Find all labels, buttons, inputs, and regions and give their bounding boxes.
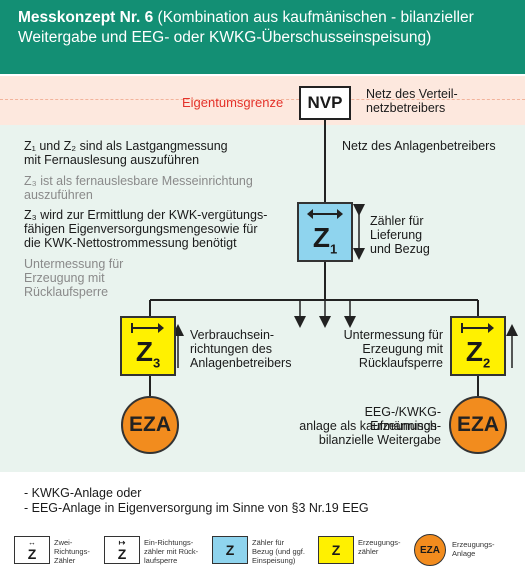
note-z3-purpose-3: die KWK-Nettostrommessung benötigt	[24, 236, 237, 250]
legend-symbol-unidirectional: ↦ Z	[104, 536, 140, 564]
note-metering-2: mit Fernauslesung auszuführen	[24, 153, 200, 167]
meter-z2-index: 2	[482, 355, 491, 371]
meter-z3-label-3: Anlagenbetreibers	[190, 356, 292, 370]
unidirectional-arrow-icon	[131, 323, 164, 333]
note-submeter-3: Rücklaufsperre	[24, 285, 109, 299]
meter-z3-label-2: richtungen des	[190, 342, 273, 356]
meter-z2: Z2	[450, 316, 506, 376]
meter-z1: Z1	[297, 202, 353, 262]
legend-text-plant: Erzeugungs-Anlage	[452, 540, 495, 558]
plant-operator-label: Netz des Anlagenbetreibers	[342, 139, 496, 153]
meter-z1-label-2: Lieferung	[370, 228, 423, 242]
generation-plant-left: EZA	[121, 396, 179, 454]
note-z3-remote-1: Z₃ ist als fernauslesbare Messeinrichtun…	[24, 174, 253, 188]
meter-z3-letter: Z	[135, 336, 153, 367]
note-z3-purpose-1: Z₃ wird zur Ermittlung der KWK-vergütung…	[24, 208, 268, 222]
ownership-boundary-line	[0, 99, 525, 100]
concept-subtitle-1: (Kombination aus kaufmänischen - bilanzi…	[153, 9, 474, 26]
meter-z3-label-1: Verbrauchsein-	[190, 328, 275, 342]
legend-symbol-plant: EZA	[414, 534, 446, 566]
legend: ↔ Z Zwei-Richtungs-Zähler ↦ Z Ein-Richtu…	[0, 500, 525, 576]
meter-z2-label-2: Erzeugung mit	[362, 342, 443, 356]
note-metering-1: Z₁ und Z₂ sind als Lastgangmessung	[24, 139, 228, 153]
meter-z2-label-3: Rücklaufsperre	[358, 356, 443, 370]
legend-symbol-generation: Z	[318, 536, 354, 564]
generation-plant-right: EZA	[449, 396, 507, 454]
meter-z3-index: 3	[152, 355, 161, 371]
eza-right-label-3: bilanzielle Weitergabe	[318, 433, 441, 447]
legend-text-bidirectional: Zwei-Richtungs-Zähler	[54, 538, 90, 565]
meter-z2-label-1: Untermessung für	[343, 328, 443, 342]
bidirectional-arrow-icon	[307, 209, 343, 219]
legend-symbol-supply: Z	[212, 536, 248, 564]
plant-operator-zone	[0, 125, 525, 472]
grid-connection-point: NVP	[299, 86, 351, 120]
note-submeter-1: Untermessung für	[24, 257, 124, 271]
meter-z3: Z3	[120, 316, 176, 376]
ownership-boundary-label: Eigentumsgrenze	[182, 95, 284, 110]
eza-right-label-2: anlage als kaufmännisch-	[299, 419, 441, 433]
meter-z1-index: 1	[329, 241, 338, 257]
diagram-header: Messkonzept Nr. 6 (Kombination aus kaufm…	[0, 0, 525, 74]
grid-operator-label-2: netzbetreibers	[366, 101, 446, 115]
note-z3-purpose-2: fähigen Eigenversorgungsmengesowie für	[24, 222, 258, 236]
eza-right-label-1: EEG-/KWKG-Erzeunungs-	[364, 405, 441, 433]
footnote-2: - EEG-Anlage in Eigenversorgung im Sinne…	[24, 501, 369, 515]
legend-text-generation: Erzeugungs-zähler	[358, 538, 401, 556]
meter-z1-label-3: und Bezug	[370, 242, 430, 256]
grid-operator-label-1: Netz des Verteil-	[366, 87, 458, 101]
footnote-1: - KWKG-Anlage oder	[24, 486, 142, 500]
unidirectional-arrow-icon	[461, 323, 494, 333]
note-z3-remote-2: auszuführen	[24, 188, 93, 202]
legend-symbol-bidirectional: ↔ Z	[14, 536, 50, 564]
connection-lines	[149, 120, 518, 396]
grid-operator-zone	[0, 76, 525, 125]
meter-z2-letter: Z	[465, 336, 483, 367]
concept-title: Messkonzept Nr. 6	[18, 9, 154, 26]
concept-subtitle-2: Weitergabe und EEG- oder KWKG-Überschuss…	[18, 29, 432, 46]
note-submeter-2: Erzeugung mit	[24, 271, 105, 285]
legend-text-unidirectional: Ein-Richtungs-zähler mit Rück-laufsperre	[144, 538, 199, 565]
meter-z1-label-1: Zähler für	[370, 214, 424, 228]
meter-z1-letter: Z	[312, 222, 330, 253]
